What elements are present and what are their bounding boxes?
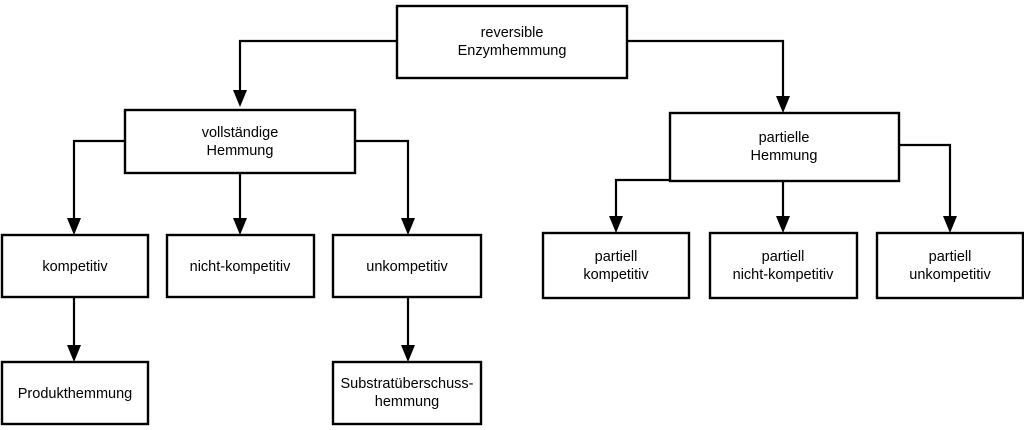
- connector-root-to-vollstaendige: [238, 39, 397, 97]
- arrow-head-kompetitiv: [67, 218, 81, 235]
- arrow-head-produkthemmung: [67, 345, 81, 362]
- node-label-substratueberschusshemmung-line2: hemmung: [375, 394, 439, 410]
- node-label-nicht-kompetitiv: nicht-kompetitiv: [190, 259, 291, 275]
- node-label-root-line2: Enzymhemmung: [458, 43, 567, 59]
- arrow-head-partiell-unkompetitiv: [943, 216, 957, 233]
- arrow-head-vollstaendige: [233, 90, 247, 107]
- node-label-partiell-unkompetitiv-line1: partiell: [929, 249, 972, 265]
- node-box-partiell-nicht-kompetitiv: [708, 231, 859, 300]
- node-label-vollstaendige-line1: vollständige: [202, 125, 279, 141]
- arrow-head-unkompetitiv: [401, 218, 415, 235]
- node-label-root-line1: reversible: [481, 25, 544, 41]
- node-label-partiell-nicht-kompetitiv-line2: nicht-kompetitiv: [733, 267, 834, 283]
- node-box-partiell-kompetitiv: [541, 231, 691, 300]
- node-kompetitiv[interactable]: kompetitiv: [0, 233, 150, 299]
- node-partiell-kompetitiv[interactable]: partiell kompetitiv: [541, 231, 691, 300]
- node-vollstaendige-hemmung[interactable]: vollständige Hemmung: [123, 108, 357, 175]
- node-box-produkthemmung: [0, 360, 150, 426]
- node-label-partiell-kompetitiv-line1: partiell: [595, 249, 638, 265]
- node-box-kompetitiv: [0, 233, 150, 299]
- node-unkompetitiv[interactable]: unkompetitiv: [331, 233, 483, 299]
- node-box-partiell-unkompetitiv: [875, 231, 1024, 300]
- node-produkthemmung[interactable]: Produkthemmung: [0, 360, 150, 426]
- node-box-root: [395, 4, 629, 80]
- connector-group: [67, 39, 957, 362]
- node-label-partiell-unkompetitiv-line2: unkompetitiv: [909, 267, 991, 283]
- node-box-unkompetitiv: [331, 233, 483, 299]
- connector-root-to-partielle: [627, 39, 785, 103]
- node-partiell-nicht-kompetitiv[interactable]: partiell nicht-kompetitiv: [708, 231, 859, 300]
- connector-partielle-to-partiell-kompetitiv: [614, 178, 670, 223]
- node-label-partielle-line1: partielle: [759, 130, 810, 146]
- arrow-head-substratueberschusshemmung: [401, 345, 415, 362]
- arrow-head-partielle: [776, 96, 790, 113]
- node-box-substratueberschusshemmung: [331, 360, 483, 426]
- connector-vollstaendige-to-unkompetitiv: [355, 139, 410, 225]
- node-label-partielle-line2: Hemmung: [751, 148, 818, 164]
- connector-partielle-to-partiell-unkompetitiv: [899, 143, 952, 223]
- node-label-partiell-kompetitiv-line2: kompetitiv: [583, 267, 649, 283]
- node-label-kompetitiv: kompetitiv: [42, 259, 108, 275]
- node-reversible-enzymhemmung[interactable]: reversible Enzymhemmung: [395, 4, 629, 80]
- node-box-nicht-kompetitiv: [165, 233, 316, 299]
- node-label-substratueberschusshemmung-line1: Substratüberschuss-: [341, 376, 474, 392]
- node-substratueberschusshemmung[interactable]: Substratüberschuss- hemmung: [331, 360, 483, 426]
- node-label-vollstaendige-line2: Hemmung: [207, 143, 274, 159]
- arrow-head-partiell-kompetitiv: [609, 216, 623, 233]
- arrow-head-partiell-nicht-kompetitiv: [776, 216, 790, 233]
- node-box-partielle: [668, 111, 901, 183]
- node-nicht-kompetitiv[interactable]: nicht-kompetitiv: [165, 233, 316, 299]
- node-label-produkthemmung: Produkthemmung: [18, 386, 132, 402]
- node-box-vollstaendige: [123, 108, 357, 175]
- connector-vollstaendige-to-kompetitiv: [72, 139, 125, 225]
- node-partielle-hemmung[interactable]: partielle Hemmung: [668, 111, 901, 183]
- arrow-head-nicht-kompetitiv: [233, 218, 247, 235]
- node-partiell-unkompetitiv[interactable]: partiell unkompetitiv: [875, 231, 1024, 300]
- node-label-unkompetitiv: unkompetitiv: [366, 259, 448, 275]
- node-label-partiell-nicht-kompetitiv-line1: partiell: [762, 249, 805, 265]
